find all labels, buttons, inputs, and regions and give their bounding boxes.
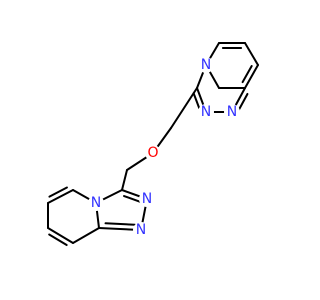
atom-label-n_lower_triazole_b: N [136,222,146,238]
double-bond-uNa-u5 [237,92,249,112]
bond-l2-l3 [47,189,74,204]
double-bond-l2-l3 [48,186,68,198]
atom-background-n_upper_triazole_a [224,104,240,120]
bond-u4-u5 [244,64,259,89]
atom-background-n_lower_bridge [88,195,104,211]
double-bond-lNa-lC8a [104,222,136,226]
atom-label-n_lower_triazole_a: N [142,191,152,207]
double-bond-lC3-lNt [123,195,143,204]
bond-l4-l5 [47,227,74,244]
atom-label-n_upper_triazole_b: N [201,104,211,120]
bond-u3-u4 [244,42,259,66]
atom-label-n_upper_triazole_a: N [227,104,237,120]
atom-label-n_upper_bridge: N [201,57,211,73]
atom-label-n_lower_bridge: N [91,195,101,211]
double-bond-l4-l5 [48,233,68,247]
double-bond-uC3-uNt [192,92,201,112]
atom-label-o_ether: O [147,145,158,161]
bond-l5-l6 [72,227,100,244]
atom-background-n_lower_triazole_a [139,191,155,207]
bond-uC3-uCH2 [170,87,198,129]
atom-background-o_ether [145,145,161,161]
atom-background-n_upper_bridge [198,57,214,73]
bond-lCH2-lC3 [121,169,128,191]
double-bond-u4-u5 [241,64,253,84]
atom-background-n_lower_triazole_b [133,222,149,238]
atom-background-n_upper_triazole_b [198,104,214,120]
